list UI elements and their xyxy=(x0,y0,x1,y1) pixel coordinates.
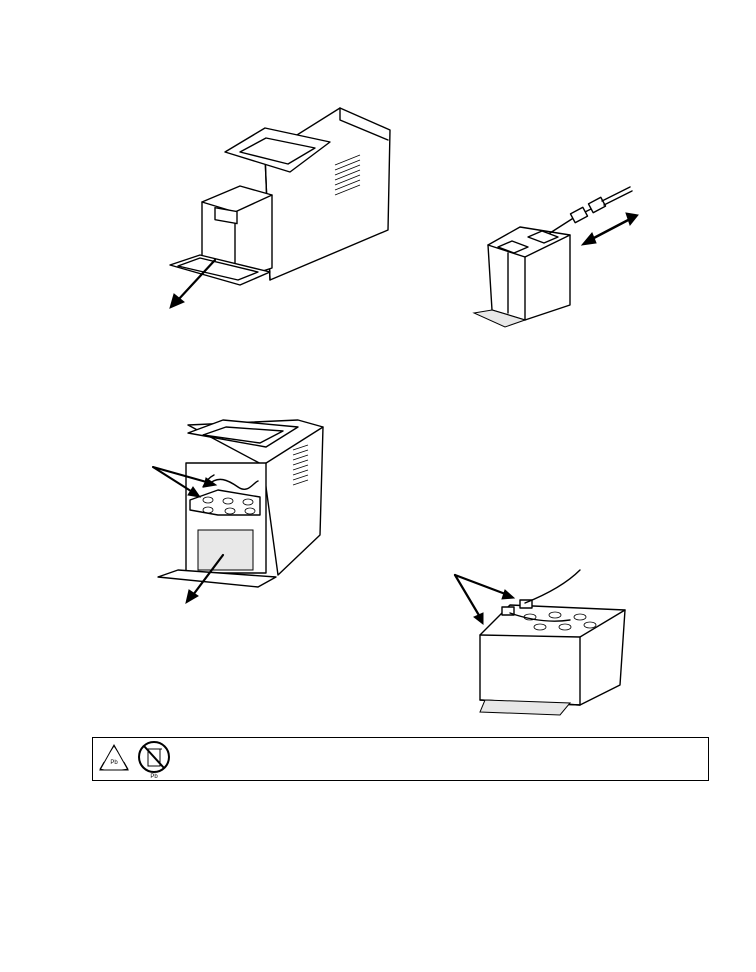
recycle-icon: Pb xyxy=(97,742,131,776)
chemical-symbol: Pb xyxy=(150,774,158,780)
figure-open-battery-compartment xyxy=(148,405,328,610)
disposal-notice-box: Pb Pb xyxy=(92,737,709,781)
no-trash-disposal-icon: Pb xyxy=(137,740,173,780)
svg-text:Pb: Pb xyxy=(110,760,118,766)
figure-disconnect-battery-connector xyxy=(470,185,645,335)
figure-remove-front-panel xyxy=(160,100,400,315)
figure-battery-terminals xyxy=(450,565,635,720)
